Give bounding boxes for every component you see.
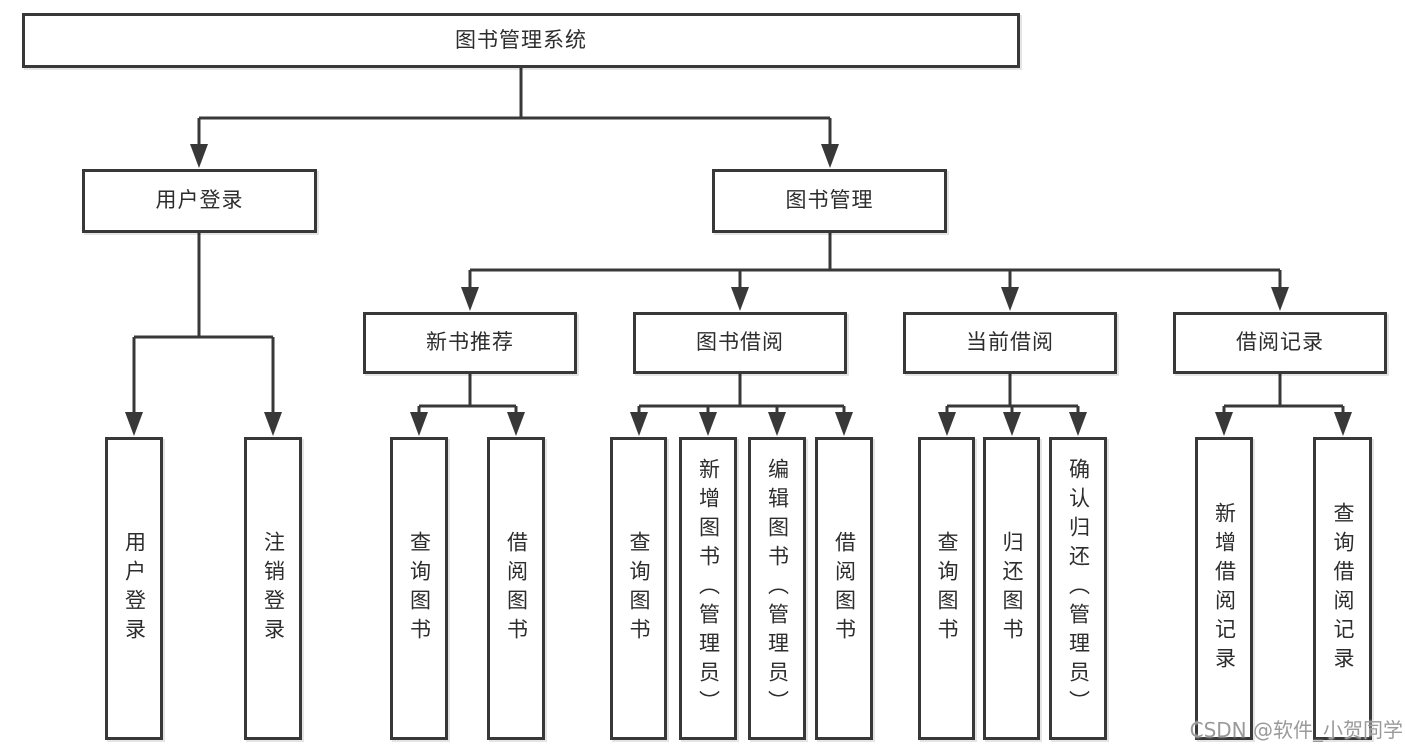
node-label: 图书借阅 [696, 330, 784, 355]
node-label: 新增借阅记录 [1212, 501, 1237, 676]
leaf-borrow-books-recommend: 借阅图书 [487, 437, 545, 740]
leaf-return-book: 归还图书 [983, 437, 1040, 740]
node-label: 查询图书 [935, 530, 959, 647]
node-new-book-recommendation: 新书推荐 [363, 312, 577, 374]
node-label: 确认归还（管理员） [1066, 458, 1091, 719]
leaf-confirm-return-admin: 确认归还（管理员） [1049, 437, 1107, 740]
node-label: 用户登录 [122, 530, 147, 647]
node-label: 编辑图书（管理员） [765, 458, 790, 719]
node-label: 借阅图书 [832, 530, 857, 647]
node-label: 新书推荐 [426, 330, 514, 355]
node-label: 查询图书 [627, 530, 651, 647]
leaf-edit-book-admin: 编辑图书（管理员） [748, 437, 806, 740]
leaf-query-borrow-record: 查询借阅记录 [1313, 437, 1372, 740]
node-label: 用户登录 [155, 188, 244, 213]
node-label: 注销登录 [261, 530, 286, 647]
node-label: 归还图书 [1000, 530, 1024, 647]
leaf-add-book-admin: 新增图书（管理员） [679, 437, 737, 740]
node-label: 当前借阅 [966, 330, 1054, 355]
node-book-management: 图书管理 [712, 169, 947, 233]
node-current-borrowing: 当前借阅 [903, 312, 1117, 374]
node-label: 图书管理系统 [455, 27, 587, 52]
node-label: 借阅图书 [504, 530, 529, 647]
leaf-query-books-current: 查询图书 [918, 437, 975, 740]
leaf-user-login: 用户登录 [105, 437, 163, 740]
node-book-borrowing: 图书借阅 [633, 312, 847, 374]
node-label: 新增图书（管理员） [696, 458, 721, 719]
csdn-watermark: CSDN @软件_小贺同学 [1189, 718, 1403, 742]
arrowheads [125, 144, 1352, 436]
leaf-borrow-books: 借阅图书 [815, 437, 873, 740]
leaf-query-books-recommend: 查询图书 [390, 437, 448, 740]
node-borrowing-records: 借阅记录 [1173, 312, 1387, 374]
node-label: 查询图书 [407, 530, 432, 647]
node-label: 借阅记录 [1236, 330, 1324, 355]
node-label: 图书管理 [785, 188, 874, 213]
node-root-system: 图书管理系统 [22, 13, 1020, 68]
leaf-query-books-borrow: 查询图书 [610, 437, 667, 740]
leaf-add-borrow-record: 新增借阅记录 [1195, 437, 1253, 740]
leaf-logout: 注销登录 [244, 437, 302, 740]
node-label: 查询借阅记录 [1331, 501, 1355, 676]
node-user-login: 用户登录 [82, 169, 317, 233]
